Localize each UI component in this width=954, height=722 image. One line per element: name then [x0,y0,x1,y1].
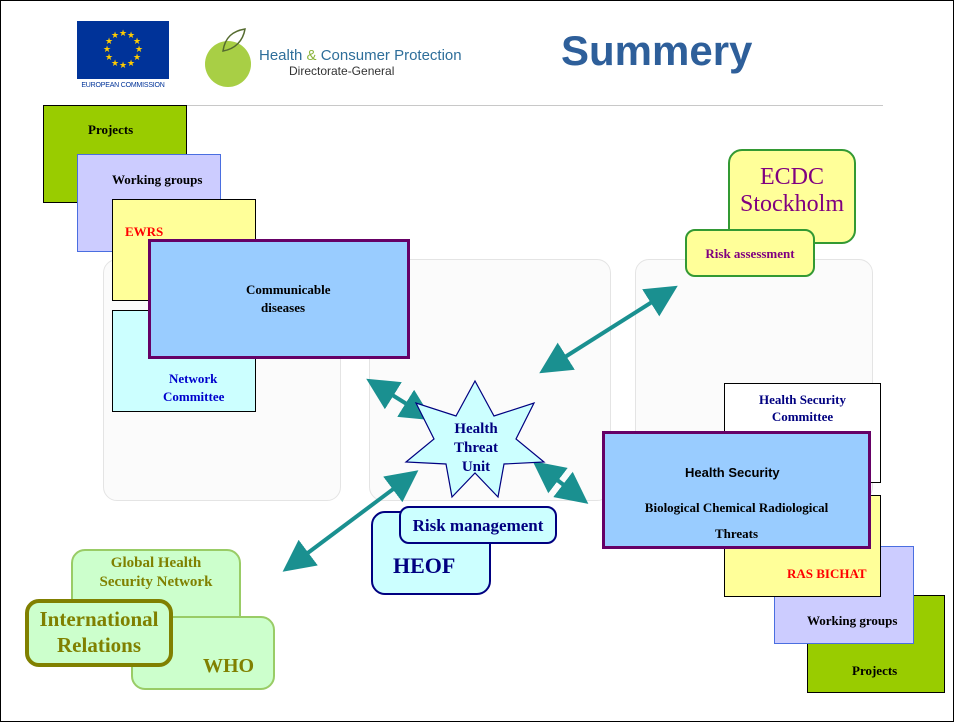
dg-name-amp: & [306,47,317,64]
arrow-health-security [532,461,589,504]
svg-text:★: ★ [103,45,111,55]
network-label-l1: Network [169,371,218,386]
htu-label-l2: Threat [454,440,498,456]
health-security-box[interactable]: Health Security Biological Chemical Radi… [602,431,871,549]
ewrs-label: EWRS [125,224,164,239]
svg-text:★: ★ [135,45,143,55]
hs-label-l2: Biological Chemical Radiological [644,500,829,515]
risk-assessment-box[interactable]: Risk assessment [685,229,815,277]
arrow-communicable [366,378,433,421]
ras-bichat-label: RAS BICHAT [787,566,867,581]
risk-management-box[interactable]: Risk management [399,506,557,544]
svg-text:★: ★ [105,37,113,47]
who-label: WHO [203,655,255,677]
dg-name-consumer: Consumer Protection [320,47,462,64]
international-relations-box[interactable]: International Relations [25,599,173,667]
svg-text:★: ★ [127,59,135,69]
svg-text:★: ★ [133,37,141,47]
working-groups-label-left: Working groups [112,172,203,187]
htu-label-l1: Health [454,421,498,437]
hsc-label-l1: Health Security [758,392,846,407]
heof-label: HEOF [393,553,456,578]
arrow-international [282,470,419,572]
risk-assessment-label: Risk assessment [705,246,795,261]
dg-name-line2: Directorate-General [289,64,395,78]
dg-name-health: Health [259,47,303,64]
svg-text:★: ★ [105,53,113,63]
communicable-label-l1: Communicable [246,282,331,297]
hs-label-l3: Threats [714,526,759,541]
header-divider [181,105,883,106]
svg-text:★: ★ [111,31,119,41]
ghsn-label-l1: Global Health [110,555,202,571]
network-label-l2: Committee [163,389,225,404]
page-title: Summery [561,27,753,74]
projects-label-left: Projects [88,122,134,137]
eu-caption: EUROPEAN COMMISSION [81,82,165,89]
ecdc-label-l1: ECDC [759,164,824,190]
arrow-ecdc [539,285,678,374]
svg-text:★: ★ [119,61,127,71]
eu-flag-logo: ★★★ ★★★ ★★★ ★★★ EUROPEAN COMMISSION [77,21,169,91]
dg-leaf-icon [205,41,251,87]
projects-label-right: Projects [852,663,898,678]
hs-title: Health Security [685,465,780,480]
svg-text:★: ★ [127,31,135,41]
ir-label-l1: International [39,607,159,631]
hsc-label-l2: Committee [771,409,834,424]
eu-stars-icon: ★★★ ★★★ ★★★ ★★★ [103,29,143,71]
communicable-label-l2: diseases [261,300,306,315]
working-groups-label-right: Working groups [807,613,898,628]
ir-label-l2: Relations [57,633,141,657]
svg-text:★: ★ [133,53,141,63]
communicable-diseases-box[interactable]: Communicable diseases [148,239,410,359]
ecdc-label-l2: Stockholm [739,191,844,217]
ecdc-box[interactable]: ECDC Stockholm [728,149,856,244]
health-threat-unit-star[interactable] [401,379,551,499]
ghsn-label-l2: Security Network [99,574,213,590]
htu-label-l3: Unit [461,459,491,475]
svg-text:★: ★ [119,29,127,39]
dg-logo: Health & Consumer Protection Directorate… [201,27,462,87]
svg-text:★: ★ [111,59,119,69]
risk-management-label: Risk management [412,516,544,535]
